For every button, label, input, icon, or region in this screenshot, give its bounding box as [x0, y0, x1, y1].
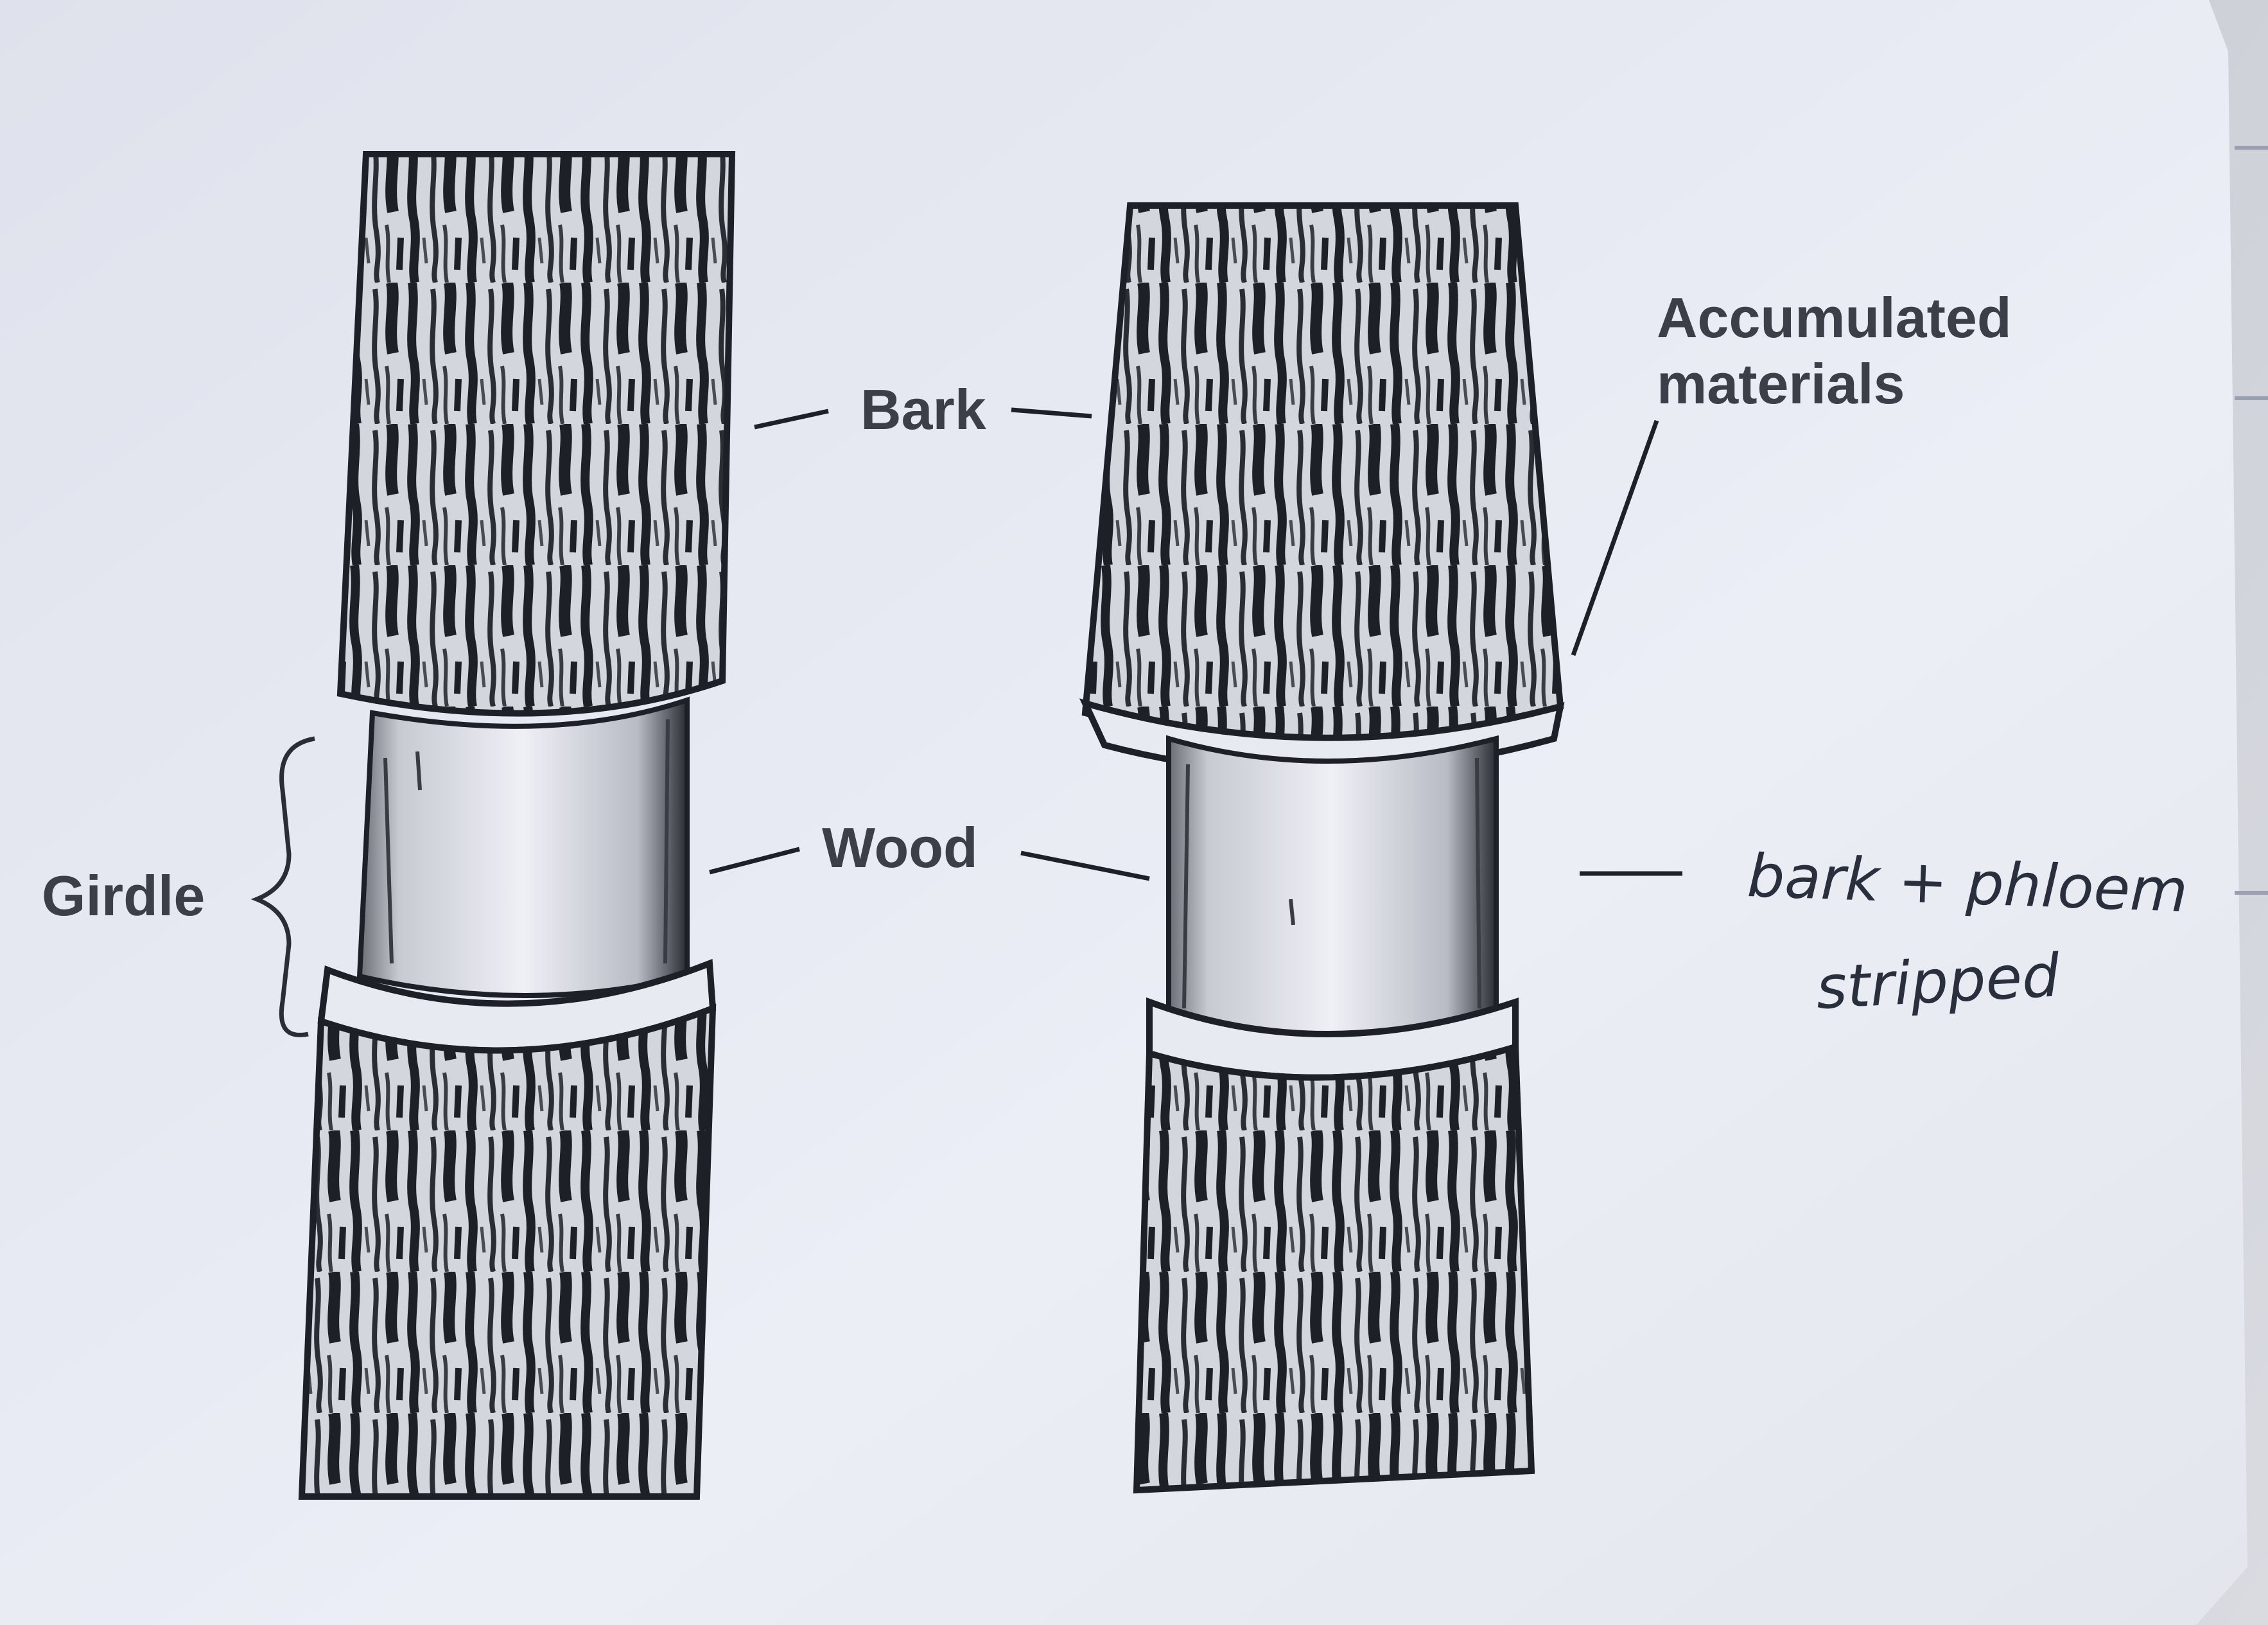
- leader-lines: [709, 407, 1682, 881]
- label-girdle: Girdle: [42, 864, 205, 927]
- right-top-bark: [1081, 202, 1564, 744]
- left-bottom-bark: [298, 1003, 717, 1500]
- left-trunk: [298, 151, 736, 1500]
- label-wood: Wood: [822, 816, 978, 879]
- label-accumulated-line1: Accumulated: [1657, 286, 2012, 349]
- label-accumulated-line2: materials: [1657, 352, 1905, 416]
- left-girdle-wood: [356, 696, 690, 998]
- notebook-lines: [2235, 146, 2268, 895]
- girdle-brace: [250, 736, 315, 1037]
- label-bark: Bark: [860, 378, 987, 441]
- right-trunk: [1079, 202, 1565, 1494]
- right-girdle-wood: [1166, 735, 1499, 1039]
- right-bottom-bark: [1133, 1042, 1535, 1494]
- left-top-bark: [336, 151, 736, 717]
- handwritten-note-line1: bark + phloem: [1746, 841, 2189, 926]
- handwritten-note-line2: stripped: [1815, 941, 2062, 1023]
